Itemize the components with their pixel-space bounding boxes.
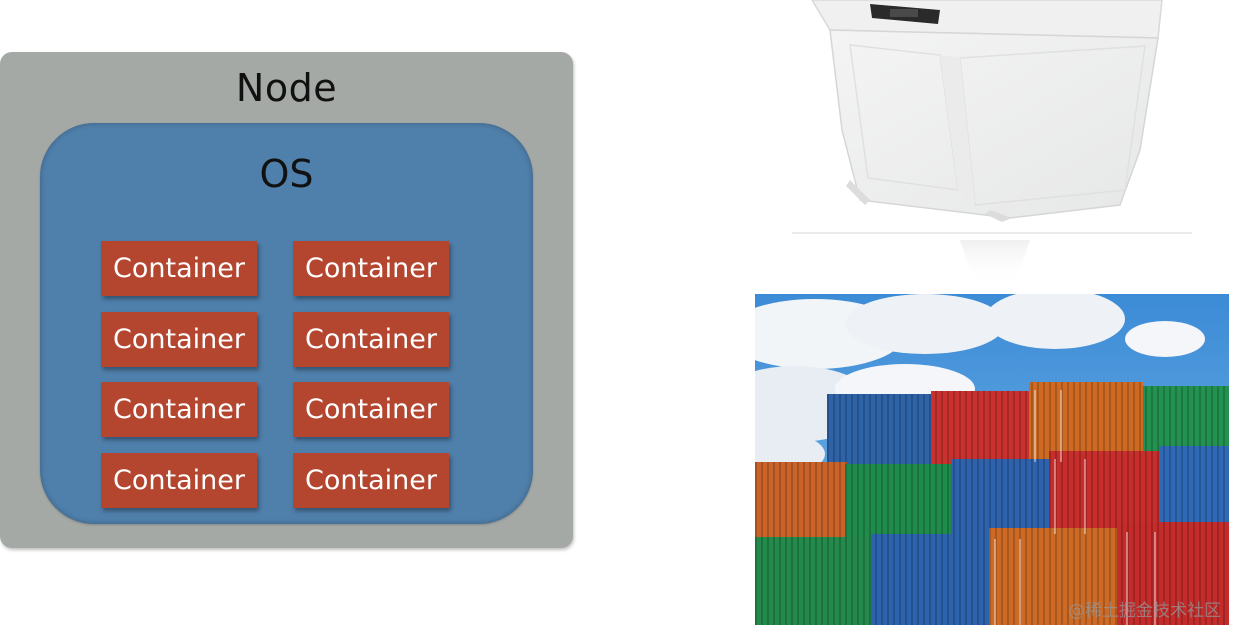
shipping-containers-image: @稀土掘金技术社区: [755, 294, 1229, 625]
container-box-4: Container: [293, 312, 449, 367]
plastic-box-image: [790, 0, 1192, 285]
container-box-5: Container: [101, 382, 257, 437]
container-box-8: Container: [293, 453, 449, 508]
node-box: Node OS Container Container Container Co…: [0, 52, 573, 548]
node-label: Node: [235, 66, 338, 110]
container-box-6: Container: [293, 382, 449, 437]
container-box-7: Container: [101, 453, 257, 508]
os-label: OS: [259, 152, 314, 196]
container-box-2: Container: [293, 241, 449, 296]
container-box-1: Container: [101, 241, 257, 296]
os-box: OS Container Container Container Contain…: [40, 123, 533, 524]
watermark-text: @稀土掘金技术社区: [1068, 601, 1221, 621]
container-box-3: Container: [101, 312, 257, 367]
